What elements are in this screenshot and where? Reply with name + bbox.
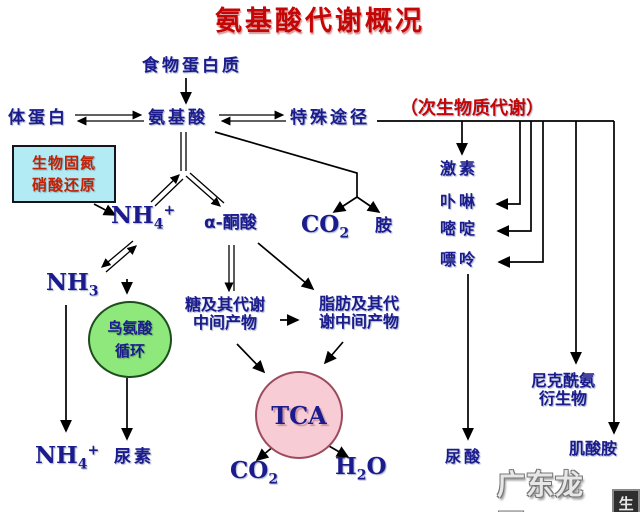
nitrogen-box-line1: 生物固氮 xyxy=(31,153,96,172)
node-porphyrin: 卟啉 xyxy=(440,192,479,211)
node-alpha-keto-acid: α-酮酸 xyxy=(204,213,257,233)
node-h2o: H2O xyxy=(335,453,387,484)
node-secondary-metabolism: （次生物质代谢） xyxy=(400,98,544,119)
node-fat-intermediates: 脂肪及其代 谢中间产物 xyxy=(318,294,399,332)
node-creatine-amide: 肌酸胺 xyxy=(569,439,618,458)
page-title: 氨基酸代谢概况 xyxy=(215,6,425,37)
watermark-badge: 生 xyxy=(612,489,640,512)
node-co2-lower: CO2 xyxy=(230,457,279,488)
double-line-arrows xyxy=(75,110,286,293)
tca-label: TCA xyxy=(271,400,327,430)
ornithine-cycle-line2: 循环 xyxy=(114,341,145,360)
node-pyrimidine: 嘧啶 xyxy=(440,219,479,238)
watermark: 广东龙网 生 xyxy=(497,463,640,512)
node-nh3: NH3 xyxy=(46,269,99,300)
node-nh4-lower: NH4+ xyxy=(35,442,100,473)
node-sugar-intermediates: 糖及其代谢 中间产物 xyxy=(184,295,265,333)
node-co2-upper: CO2 xyxy=(301,211,350,242)
ornithine-cycle-ellipse: 鸟氨酸 循环 xyxy=(88,301,172,378)
node-nh4-upper: NH4+ xyxy=(111,202,176,233)
tca-cycle-circle: TCA xyxy=(255,371,343,459)
node-body-protein: 体蛋白 xyxy=(8,108,68,128)
node-purine: 嘌呤 xyxy=(440,250,479,269)
watermark-text: 广东龙网 xyxy=(497,468,585,512)
node-nicotinamide-derivatives: 尼克酰氨 衍生物 xyxy=(530,371,595,409)
node-hormone: 激素 xyxy=(440,159,479,178)
ornithine-cycle-line1: 鸟氨酸 xyxy=(107,319,153,337)
nitrogen-fixation-box: 生物固氮 硝酸还原 xyxy=(12,145,116,203)
node-amino-acid: 氨基酸 xyxy=(148,108,208,128)
node-special-pathway: 特殊途径 xyxy=(290,108,370,128)
node-urea: 尿素 xyxy=(114,447,154,467)
node-uric-acid: 尿酸 xyxy=(445,447,484,466)
node-amine: 胺 xyxy=(375,216,392,236)
nitrogen-box-line2: 硝酸还原 xyxy=(31,176,96,194)
node-food-protein: 食物蛋白质 xyxy=(142,56,242,76)
